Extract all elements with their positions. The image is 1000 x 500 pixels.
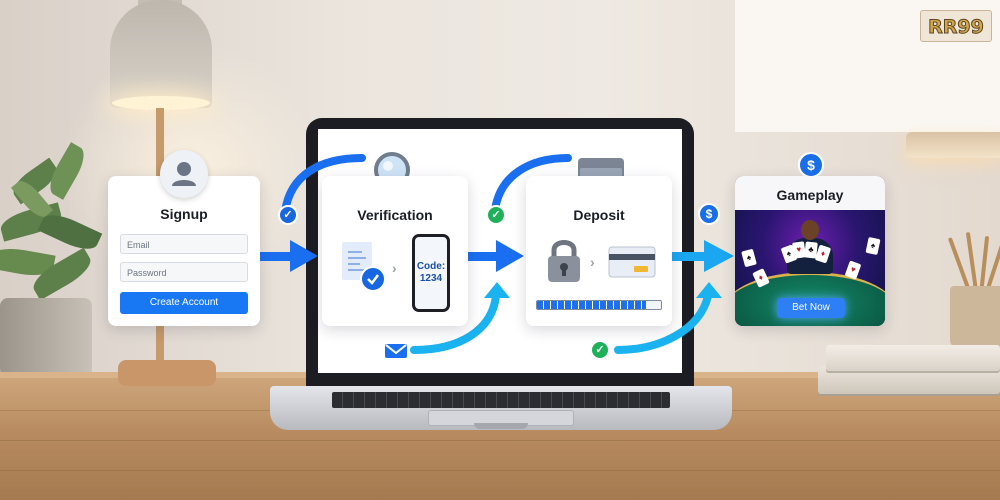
playing-card-icon: ♠ [865,236,881,256]
deposit-title: Deposit [573,207,625,223]
lamp-shade [110,0,212,108]
laptop-notch [474,423,528,429]
desk-grain [0,440,1000,441]
right-lamp [906,132,1000,158]
signup-card: Signup Email Password Create Account [108,176,260,326]
code-label: Code: [416,261,446,272]
plant-pot [0,298,92,384]
brand-logo: RR99 [920,10,992,42]
code-value: 1234 [419,273,443,284]
password-field[interactable]: Password [120,262,248,282]
playing-card-icon: ♠ [741,248,757,268]
arrow-deposit-to-gameplay [672,240,734,272]
arrow-verification-to-deposit [468,240,524,272]
create-account-button[interactable]: Create Account [120,292,248,314]
chevron-right-icon: › [392,260,397,276]
verification-card: Verification › Code: 1234 [322,176,468,326]
curve-arrow-bottom-2-head [696,282,722,298]
curve-arrow-top-2 [491,154,572,214]
curve-arrow-bottom-2 [614,292,712,354]
svg-text:RR99: RR99 [928,16,984,38]
lamp-base [118,360,216,386]
email-field[interactable]: Email [120,234,248,254]
bet-now-button[interactable]: Bet Now [777,298,845,318]
curve-arrow-top-1 [281,154,366,216]
deposit-progress-fill [537,301,647,309]
gameplay-title: Gameplay [776,187,844,203]
lamp-light [112,96,210,110]
dollar-icon: $ [698,203,720,225]
arrow-signup-to-verification [260,240,318,272]
document-check-icon [360,266,386,292]
gameplay-card: Gameplay ♠ ♥ ♣ ♦ ♠ ♠ ♥ ♦ Bet Now [735,176,885,326]
green-check-icon: ✓ [590,340,610,360]
chevron-right-icon: › [590,254,595,270]
signup-title: Signup [160,206,208,222]
verification-title: Verification [357,207,433,223]
dealer-head [801,220,819,240]
playing-card-icon: ♥ [844,260,862,280]
check-badge-icon: ✓ [278,205,298,225]
mail-icon [385,344,407,358]
curve-arrow-bottom-1-head [484,282,510,298]
credit-card-icon [608,246,656,278]
brand-logo-mark: RR99 [928,16,985,39]
avatar [160,150,208,198]
phone-icon: Code: 1234 [412,234,450,312]
lock-icon [548,240,580,282]
book [826,345,1000,371]
deposit-card: Deposit › [526,176,672,326]
dollar-icon: $ [798,152,824,178]
laptop-keyboard [332,392,670,408]
desk-grain [0,470,1000,471]
curve-arrow-bottom-1 [410,292,500,354]
green-check-icon: ✓ [486,205,506,225]
deposit-progress-bar [536,300,662,310]
gameplay-header: Gameplay [735,176,885,210]
user-icon [172,162,196,186]
